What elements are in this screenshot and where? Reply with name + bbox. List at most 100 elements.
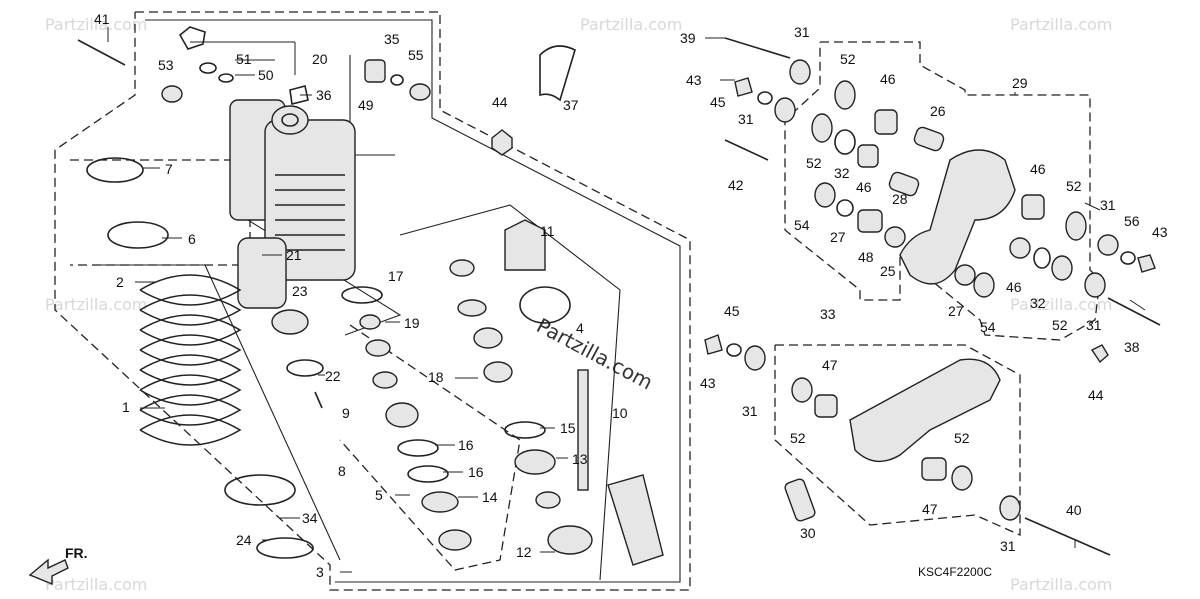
callout-label: 51 <box>236 51 252 67</box>
valve-part <box>314 391 323 409</box>
callout-label: 55 <box>408 47 424 63</box>
callout-label: 30 <box>800 525 816 541</box>
collar-part <box>1009 237 1031 259</box>
collar-part <box>774 97 796 123</box>
bolt-part <box>1024 517 1111 556</box>
link-group-outlines <box>774 41 1101 537</box>
callout-label: 31 <box>1100 197 1116 213</box>
rebound-cover <box>519 286 571 324</box>
callout-label: 52 <box>790 430 806 446</box>
bearing-part <box>409 83 431 101</box>
callout-label: 41 <box>94 11 110 27</box>
callout-label: 36 <box>316 87 332 103</box>
callout-label: 18 <box>428 369 444 385</box>
collar-part <box>784 478 816 522</box>
bolt-part <box>77 39 126 66</box>
front-arrow-icon <box>28 558 69 586</box>
callout-label: 44 <box>492 94 508 110</box>
callout-label: 12 <box>516 544 532 560</box>
watermark: Partzilla.com <box>1010 575 1112 594</box>
watermark: Partzilla.com <box>580 15 682 34</box>
callout-label: 11 <box>540 223 555 239</box>
dust-seal <box>834 80 856 110</box>
callout-label: 21 <box>286 247 302 263</box>
collar-part <box>999 495 1021 521</box>
callout-label: 45 <box>710 94 726 110</box>
adjuster-ring <box>107 221 169 249</box>
link-lower-parts <box>704 334 1111 556</box>
callout-label: 35 <box>384 31 400 47</box>
callout-label: 46 <box>880 71 896 87</box>
shock-upper-eye-hole <box>281 113 299 127</box>
callout-label: 31 <box>794 24 810 40</box>
lower-clevis <box>607 474 664 566</box>
washer-part <box>834 129 856 155</box>
collar-part <box>789 59 811 85</box>
front-label: FR. <box>65 545 88 561</box>
circlip <box>286 359 324 377</box>
callout-label: 40 <box>1066 502 1082 518</box>
seal-part <box>483 361 513 383</box>
washer-part <box>836 199 854 217</box>
callout-label: 5 <box>375 487 383 503</box>
washer-part <box>757 91 773 105</box>
callout-label: 46 <box>856 179 872 195</box>
stopper-ring <box>256 537 314 559</box>
seal-part <box>365 339 391 357</box>
nut-part <box>734 77 753 97</box>
dust-seal <box>791 377 813 403</box>
callout-label: 32 <box>1030 295 1046 311</box>
callout-label: 25 <box>880 263 896 279</box>
callout-label: 32 <box>834 165 850 181</box>
seal-part <box>421 491 459 513</box>
callout-labels: 41 53 51 50 20 36 35 55 49 44 37 7 6 21 … <box>94 11 1168 580</box>
dust-seal <box>1065 211 1087 241</box>
callout-label: 2 <box>116 274 124 290</box>
callout-label: 19 <box>404 315 420 331</box>
damper-case <box>514 449 556 475</box>
washer-part <box>1120 251 1136 265</box>
callout-label: 48 <box>858 249 874 265</box>
collar-part <box>1097 234 1119 256</box>
callout-label: 54 <box>794 217 810 233</box>
callout-label: 28 <box>892 191 908 207</box>
bearing-part <box>921 457 947 481</box>
callout-label: 13 <box>572 451 588 467</box>
cover-part <box>539 45 576 102</box>
callout-label: 9 <box>342 405 350 421</box>
piston-rod <box>577 369 589 491</box>
callout-label: 52 <box>954 430 970 446</box>
callout-label: 20 <box>312 51 328 67</box>
callout-label: 37 <box>563 97 579 113</box>
seal-part <box>372 371 398 389</box>
callout-label: 54 <box>980 319 996 335</box>
nut-part <box>1090 344 1109 364</box>
callout-label: 50 <box>258 67 274 83</box>
callout-label: 43 <box>686 72 702 88</box>
callout-label: 42 <box>728 177 744 193</box>
callout-label: 31 <box>1086 317 1102 333</box>
callout-label: 34 <box>302 510 318 526</box>
watermark: Partzilla.com <box>45 575 147 594</box>
seal-part <box>359 314 381 330</box>
callout-label: 47 <box>922 501 938 517</box>
callout-label: 45 <box>724 303 740 319</box>
dust-seal <box>814 182 836 208</box>
collar-part <box>884 226 906 248</box>
callout-label: 27 <box>948 303 964 319</box>
nut-part <box>178 26 206 50</box>
callout-label: 52 <box>1052 317 1068 333</box>
dust-seal <box>1051 255 1073 281</box>
callout-label: 4 <box>576 320 584 336</box>
callout-label: 1 <box>122 399 130 415</box>
callout-label: 3 <box>316 564 324 580</box>
collar-part <box>954 264 976 286</box>
callout-label: 31 <box>742 403 758 419</box>
callout-label: 56 <box>1124 213 1140 229</box>
callout-label: 44 <box>1088 387 1104 403</box>
dust-seal <box>811 113 833 143</box>
callout-label: 27 <box>830 229 846 245</box>
callout-label: 7 <box>165 161 173 177</box>
washer-part <box>1033 247 1051 269</box>
